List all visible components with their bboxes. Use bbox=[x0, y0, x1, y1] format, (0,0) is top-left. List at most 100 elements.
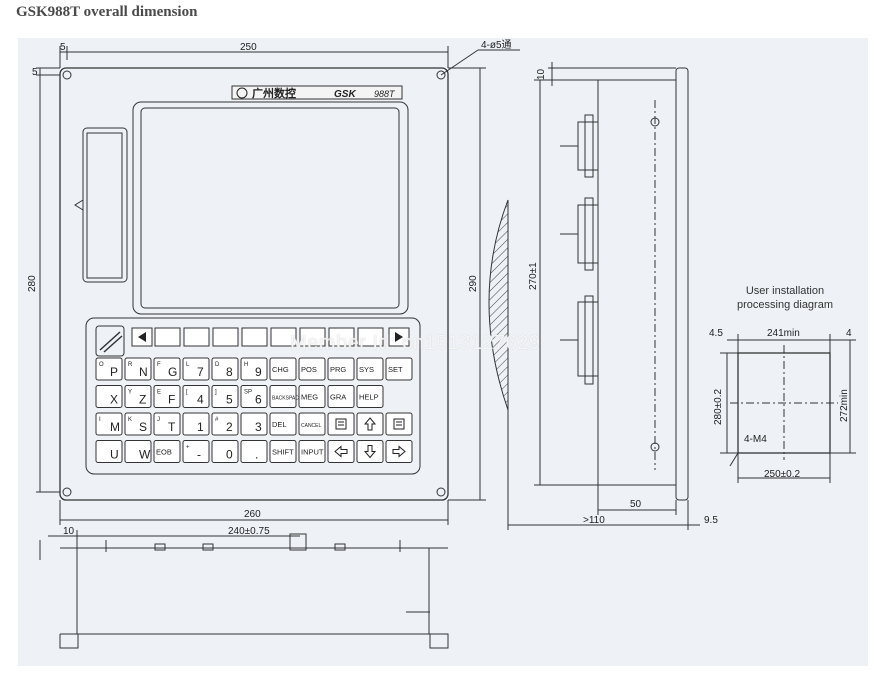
soft-key[interactable] bbox=[328, 327, 355, 347]
right-arrow-icon bbox=[392, 445, 406, 458]
key-button[interactable] bbox=[95, 440, 123, 463]
soft-key[interactable] bbox=[270, 327, 297, 347]
key-sub-label: + bbox=[186, 445, 190, 451]
dim-width-bottom: 260 bbox=[244, 509, 261, 520]
key-label: BACKSPACE bbox=[272, 396, 303, 402]
key-button[interactable] bbox=[356, 357, 384, 381]
key-sub-label: J bbox=[157, 417, 160, 423]
key-button[interactable] bbox=[124, 412, 152, 436]
watermark: Member Id: cn1513127629 bbox=[290, 332, 541, 354]
key-button[interactable] bbox=[327, 440, 355, 463]
up-arrow-icon bbox=[363, 417, 377, 431]
key-sub-label: E bbox=[157, 390, 161, 396]
key-sub-label: Y bbox=[128, 390, 132, 396]
key-button[interactable] bbox=[356, 385, 384, 408]
key-button[interactable] bbox=[385, 440, 413, 463]
dim-bottom-width: 240±0.75 bbox=[228, 526, 270, 537]
key-button[interactable] bbox=[211, 357, 239, 381]
install-caption-line2: processing diagram bbox=[737, 299, 833, 311]
mount-hole bbox=[436, 70, 446, 80]
key-label: 6 bbox=[255, 393, 262, 407]
key-label: 0 bbox=[226, 448, 233, 462]
key-button[interactable] bbox=[182, 357, 210, 381]
key-button[interactable] bbox=[298, 440, 326, 463]
mount-hole bbox=[62, 487, 72, 497]
key-button[interactable] bbox=[95, 357, 123, 381]
key-button[interactable] bbox=[182, 385, 210, 408]
dim-side-edge: 9.5 bbox=[704, 515, 718, 526]
key-button[interactable] bbox=[124, 385, 152, 408]
dim-margin-x: 5 bbox=[60, 42, 66, 53]
soft-left-icon bbox=[138, 332, 146, 342]
key-button[interactable] bbox=[153, 440, 181, 463]
key-button[interactable] bbox=[298, 357, 326, 381]
key-label: INPUT bbox=[301, 448, 324, 457]
key-button[interactable] bbox=[124, 440, 152, 463]
key-button[interactable] bbox=[211, 385, 239, 408]
key-button[interactable] bbox=[211, 440, 239, 463]
page-up-icon bbox=[335, 418, 347, 430]
dim-side-total: >110 bbox=[583, 515, 605, 526]
soft-key[interactable] bbox=[183, 327, 210, 347]
drawing-sheet bbox=[18, 38, 868, 666]
key-button[interactable] bbox=[95, 412, 123, 436]
key-button[interactable] bbox=[240, 385, 268, 408]
key-button[interactable] bbox=[385, 412, 413, 436]
key-button[interactable] bbox=[269, 440, 297, 463]
key-sub-label: SP bbox=[244, 390, 252, 396]
dim-install-left: 4.5 bbox=[709, 328, 723, 339]
soft-key[interactable] bbox=[299, 327, 326, 347]
key-button[interactable] bbox=[240, 357, 268, 381]
key-button[interactable] bbox=[182, 440, 210, 463]
key-button[interactable] bbox=[298, 385, 326, 408]
key-sub-label: K bbox=[128, 417, 132, 423]
key-button[interactable] bbox=[182, 412, 210, 436]
key-button[interactable] bbox=[327, 357, 355, 381]
key-label: POS bbox=[301, 365, 317, 374]
key-button[interactable] bbox=[269, 412, 297, 436]
key-button[interactable] bbox=[298, 412, 326, 436]
key-label: G bbox=[168, 365, 177, 379]
dim-height-left: 280 bbox=[27, 275, 38, 292]
key-sub-label: L bbox=[186, 362, 190, 368]
key-button[interactable] bbox=[327, 412, 355, 436]
soft-key[interactable] bbox=[241, 327, 268, 347]
dim-width-top: 250 bbox=[240, 42, 257, 53]
key-label: X bbox=[110, 393, 118, 407]
key-label: 7 bbox=[197, 365, 204, 379]
dim-margin-y: 5 bbox=[32, 67, 38, 78]
key-button[interactable] bbox=[240, 412, 268, 436]
key-button[interactable] bbox=[269, 357, 297, 381]
dim-side-height: 270±1 bbox=[528, 262, 539, 290]
left-arrow-icon bbox=[334, 445, 348, 458]
dim-side-depth: 50 bbox=[630, 499, 642, 510]
key-button[interactable] bbox=[327, 385, 355, 408]
soft-key[interactable] bbox=[154, 327, 181, 347]
key-label: T bbox=[168, 420, 176, 434]
key-sub-label: O bbox=[99, 362, 104, 368]
key-label: 9 bbox=[255, 365, 262, 379]
key-sub-label: F bbox=[157, 362, 161, 368]
key-button[interactable] bbox=[153, 412, 181, 436]
dim-install-width-min: 241min bbox=[767, 328, 800, 339]
key-label: SHIFT bbox=[272, 448, 294, 457]
soft-key[interactable] bbox=[212, 327, 239, 347]
key-button[interactable] bbox=[240, 440, 268, 463]
key-button[interactable] bbox=[211, 412, 239, 436]
key-label: Z bbox=[139, 393, 146, 407]
key-button[interactable] bbox=[269, 385, 297, 408]
key-label: M bbox=[110, 420, 120, 434]
bottom-view bbox=[39, 530, 449, 649]
key-button[interactable] bbox=[153, 385, 181, 408]
key-button[interactable] bbox=[124, 357, 152, 381]
soft-key[interactable] bbox=[357, 327, 384, 347]
key-button[interactable] bbox=[385, 357, 413, 381]
key-button[interactable] bbox=[356, 440, 384, 463]
key-button[interactable] bbox=[356, 412, 384, 436]
key-label: SYS bbox=[359, 365, 374, 374]
key-label: S bbox=[139, 420, 147, 434]
dim-hole: 4-ø5通 bbox=[481, 39, 512, 51]
key-button[interactable] bbox=[95, 385, 123, 408]
key-button[interactable] bbox=[153, 357, 181, 381]
front-dimensions bbox=[36, 46, 520, 525]
